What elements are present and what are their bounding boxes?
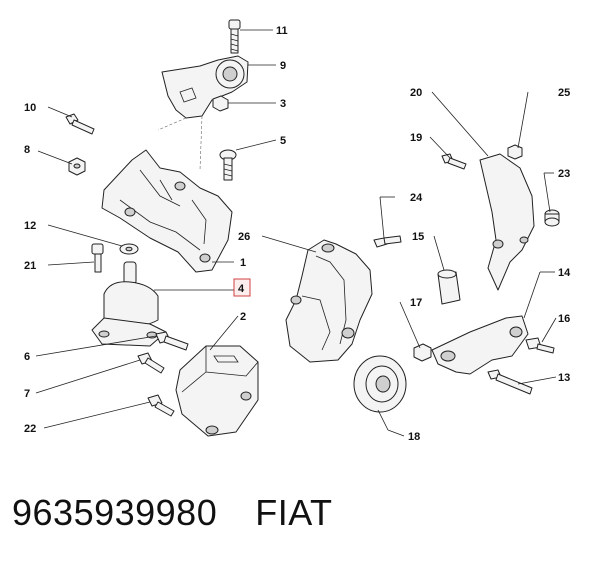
torque-rod-part-20	[479, 153, 535, 291]
callout-25: 25	[558, 87, 570, 99]
highlighted-callout-box	[233, 278, 251, 297]
callout-11: 11	[276, 25, 288, 37]
bolt-part-11	[228, 19, 241, 54]
bolt-part-5	[219, 149, 237, 181]
bolt-part-13	[487, 369, 533, 395]
bushing-part-23	[544, 209, 560, 227]
bolt-part-21	[91, 243, 104, 273]
bolt-part-6	[155, 331, 189, 351]
callout-13: 13	[558, 372, 570, 384]
bushing-part-15	[437, 269, 461, 305]
part-number: 9635939980	[12, 492, 218, 533]
torque-arm-part-14	[431, 315, 529, 375]
nut-part-25	[507, 144, 523, 160]
callout-18: 18	[408, 431, 420, 443]
bolt-part-19	[441, 153, 467, 170]
parts-diagram: 11 9 3 10 5 8 12 21 1 4 2 6 7 22 26 18 2…	[24, 19, 571, 443]
callout-14: 14	[558, 267, 571, 279]
washer-part-12	[119, 243, 139, 255]
footer-caption: 9635939980 FIAT	[12, 492, 333, 534]
callout-20: 20	[410, 87, 422, 99]
callout-16: 16	[558, 313, 570, 325]
callout-15: 15	[412, 231, 424, 243]
callout-17: 17	[410, 297, 422, 309]
callout-1: 1	[240, 257, 246, 269]
leader-lines	[35, 29, 557, 437]
callout-3: 3	[280, 98, 286, 110]
bolt-part-24	[373, 235, 402, 248]
callout-4: 4	[238, 283, 245, 295]
callout-2: 2	[240, 311, 246, 323]
nut-part-8	[68, 157, 86, 176]
callout-7: 7	[24, 388, 30, 400]
callout-22: 22	[24, 423, 36, 435]
nut-part-17	[413, 343, 432, 362]
gearbox-mount-part-2	[175, 345, 259, 437]
bolt-part-16	[525, 337, 555, 354]
engine-mount-part-4	[91, 261, 167, 347]
callout-19: 19	[410, 132, 422, 144]
mount-bracket-part-9	[157, 55, 249, 171]
callout-6: 6	[24, 351, 30, 363]
bolt-part-22	[147, 394, 175, 417]
bolt-part-7	[137, 352, 165, 374]
callout-9: 9	[280, 60, 286, 72]
callout-24: 24	[410, 192, 423, 204]
engine-bracket-part-1	[101, 149, 233, 273]
gearbox-bracket-part-26	[285, 239, 373, 363]
brand-name: FIAT	[255, 492, 333, 533]
callout-10: 10	[24, 102, 36, 114]
callout-12: 12	[24, 220, 36, 232]
callout-23: 23	[558, 168, 570, 180]
bolt-part-10	[65, 113, 95, 135]
callout-26: 26	[238, 231, 250, 243]
callout-21: 21	[24, 260, 36, 272]
silentblock-part-18	[353, 355, 407, 413]
callout-5: 5	[280, 135, 286, 147]
nut-part-3	[212, 95, 229, 112]
callout-8: 8	[24, 144, 30, 156]
